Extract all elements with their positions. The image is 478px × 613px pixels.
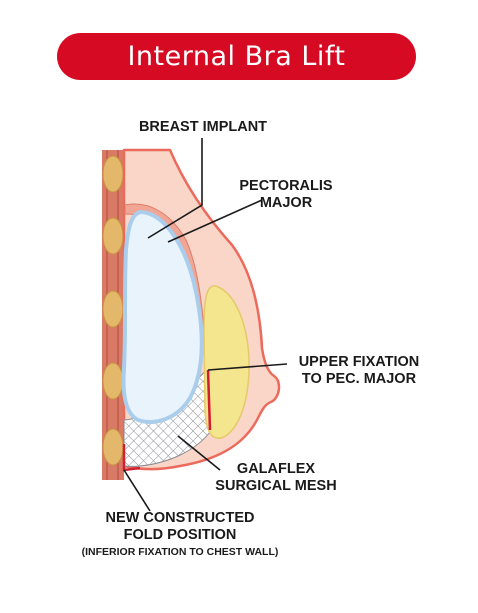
label-galaflex-mesh: GALAFLEX SURGICAL MESH (215, 461, 337, 494)
glandular-tissue (203, 285, 250, 439)
leader-upper-fixation (207, 363, 288, 371)
upper-fixation-line (206, 369, 212, 431)
ribs (102, 155, 124, 466)
rib (102, 155, 124, 193)
rib (102, 362, 124, 400)
label-new-fold-position: NEW CONSTRUCTED FOLD POSITION (INFERIOR … (81, 510, 279, 558)
breast-implant (121, 209, 204, 424)
leader-fold-position (123, 469, 151, 512)
label-breast-implant: BREAST IMPLANT (138, 119, 268, 135)
label-upper-fixation: UPPER FIXATION TO PEC. MAJOR (298, 354, 420, 387)
rib (102, 217, 124, 255)
page-title: Internal Bra Lift (127, 41, 346, 72)
title-banner: Internal Bra Lift (57, 33, 416, 80)
rib (102, 428, 124, 466)
leader-lines (123, 138, 288, 512)
leader-pectoralis (167, 199, 263, 243)
leader-galaflex (177, 435, 221, 471)
rib (102, 290, 124, 328)
leader-breast-implant (147, 138, 203, 239)
label-pectoralis-major: PECTORALIS MAJOR (239, 178, 333, 211)
